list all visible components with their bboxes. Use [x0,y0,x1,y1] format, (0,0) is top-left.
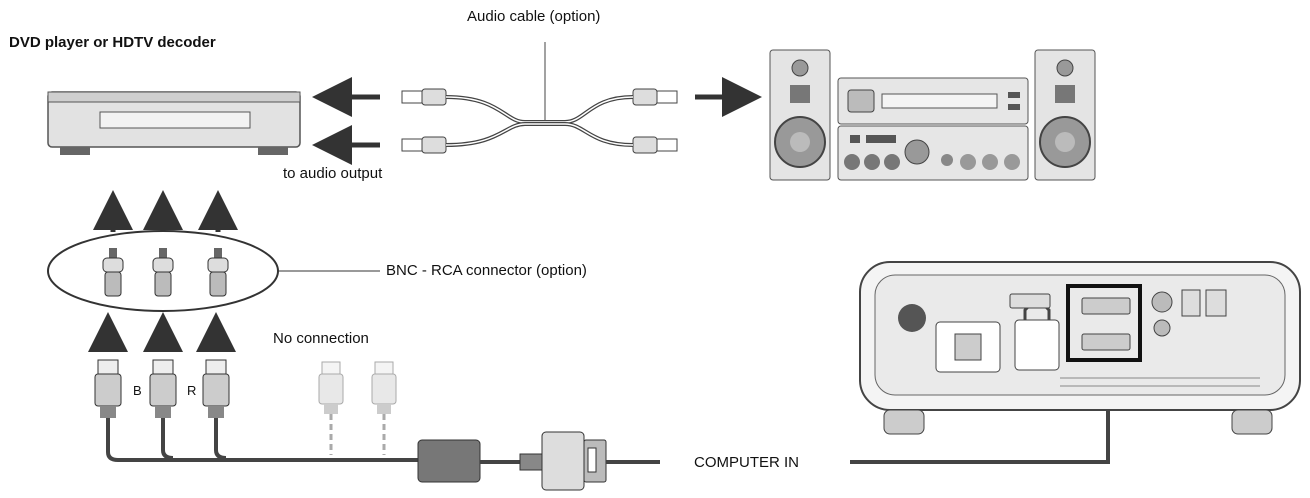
rca-adapter-2 [152,248,174,297]
projector-illustration [859,261,1301,435]
bnc-up-arrows [88,312,236,352]
no-connection-label: No connection [273,330,369,347]
audio-arrows-left [312,77,380,165]
bnc-rca-connector-label: BNC - RCA connector (option) [386,262,587,279]
computer-in-label: COMPUTER IN [694,454,799,471]
breakout-cable [417,431,660,491]
rca-adapter-3 [207,248,229,297]
dvd-player-illustration [47,91,301,155]
rca-up-arrows [93,190,238,232]
rca-adapter-1 [102,248,124,297]
audio-system-illustration [769,49,1096,181]
bnc-r-label: R [187,383,197,398]
audio-cable-illustration [401,42,678,154]
bnc-rca-connector-group [47,230,380,312]
bnc-plugs-connected [94,359,430,462]
dvd-player-label: DVD player or HDTV decoder [9,34,216,51]
bnc-b-label: B [133,383,142,398]
bnc-plugs-unconnected [318,361,397,455]
to-audio-output-label: to audio output [283,165,383,182]
audio-cable-label: Audio cable (option) [467,8,601,25]
